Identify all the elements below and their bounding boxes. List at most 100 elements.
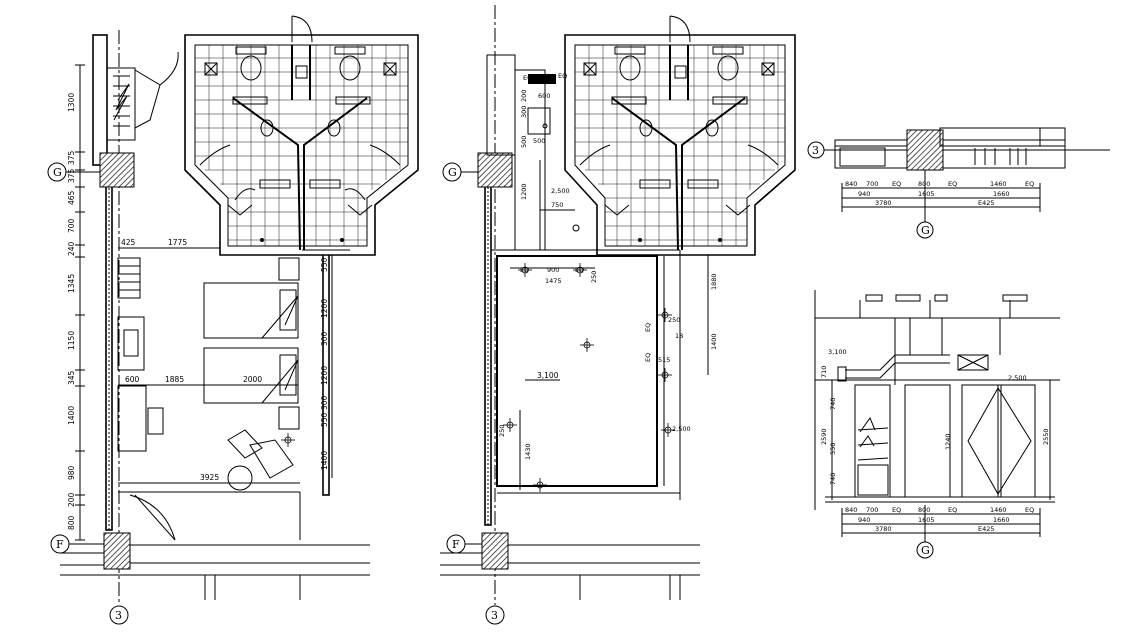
el-v2550: 2550 (1042, 428, 1050, 445)
st-r1-4: EQ (948, 180, 957, 188)
dim-p2-v200: 200 (520, 90, 528, 102)
eq-5: EQ (644, 323, 652, 332)
dim-550b: 550 (320, 412, 329, 427)
grid-bubble-g3 (916, 221, 934, 239)
bathroom-pod-1 (184, 15, 419, 256)
dim-3925: 3925 (200, 473, 219, 482)
st-r1-6: EQ (1025, 180, 1034, 188)
dim-p2-3100: 3,100 (537, 371, 559, 380)
el-v550: 550 (829, 443, 837, 455)
twin-beds (203, 257, 300, 430)
dim-300b: 300 (320, 395, 329, 410)
dims-left (75, 64, 85, 541)
el-3100: 3,100 (828, 348, 847, 356)
dim-p2-2500: 2,500 (551, 187, 570, 195)
dim-p2-v300: 300 (520, 106, 528, 118)
el-v710: 710 (820, 366, 828, 378)
el-v2590a: 2590 (820, 428, 828, 445)
eq-4: EQ (575, 266, 584, 274)
st-r1-3: 800 (918, 180, 930, 188)
el-v740b: 740 (829, 473, 837, 485)
dim-300a: 300 (320, 331, 329, 346)
el-2500: 2,500 (1008, 374, 1027, 382)
grid-bubble-3b (485, 605, 505, 625)
el-r1-4: EQ (948, 506, 957, 514)
dim-p2-1430: 1430 (524, 443, 532, 460)
dim-v-1300: 1300 (67, 93, 76, 112)
el-r1-5: 1460 (990, 506, 1007, 514)
dim-p2-750: 750 (551, 201, 563, 209)
dim-1400: 1400 (320, 451, 329, 470)
st-r3-1: E425 (978, 199, 995, 207)
dim-v-800: 800 (67, 515, 76, 530)
dim-p2-18: 18 (675, 332, 683, 340)
grid-label-f2: F (452, 538, 460, 551)
dim-p2-600: 600 (538, 92, 550, 100)
st-r2-1: 1605 (918, 190, 935, 198)
dim-1885: 1885 (165, 375, 184, 384)
floor-plan-ceiling: EQ EQ 600 200 300 500 1200 500 2,500 750… (440, 5, 796, 625)
st-r2-2: 1660 (993, 190, 1010, 198)
grid-label-g3: G (921, 224, 930, 237)
el-r1-0: 840 (845, 506, 857, 514)
dim-v-375b: 375 (67, 168, 76, 183)
eq-3: EQ (520, 266, 529, 274)
el-r1-2: EQ (892, 506, 901, 514)
section-top-dims: 840 700 EQ 800 EQ 1460 EQ 940 1605 1660 … (845, 180, 1034, 207)
st-r1-0: 840 (845, 180, 857, 188)
dim-p2-1880: 1880 (710, 273, 718, 290)
st-r1-5: 1460 (990, 180, 1007, 188)
dim-v-345: 345 (67, 370, 76, 385)
st-r2-0: 940 (858, 190, 870, 198)
wardrobe-plan (965, 148, 1030, 165)
el-v1240: 1240 (944, 433, 952, 450)
dim-v-1150: 1150 (67, 331, 76, 350)
dim-1200a: 1200 (320, 299, 329, 318)
dim-p2-900: 900 (547, 266, 559, 274)
dim-p2-250c: 250 (498, 425, 506, 437)
column-g2 (477, 152, 513, 188)
elevation-dims: 840 700 EQ 800 EQ 1460 EQ 940 1605 1660 … (845, 506, 1034, 533)
grid-label-f1: F (56, 538, 64, 551)
desk-area (117, 257, 294, 491)
dim-p2-1475: 1475 (545, 277, 562, 285)
st-r3-0: 3780 (875, 199, 892, 207)
dim-p2-500: 500 (533, 137, 545, 145)
bathroom-pod-2 (564, 15, 796, 256)
grid-label-3b: 3 (491, 609, 498, 622)
el-r2-2: 1660 (993, 516, 1010, 524)
grid-bubble-3a (109, 605, 129, 625)
el-r3-1: E425 (978, 525, 995, 533)
grid-label-g1: G (53, 166, 62, 179)
dim-p2-1400: 1400 (710, 333, 718, 350)
dim-1200b: 1200 (320, 366, 329, 385)
dim-p2-v500: 500 (520, 136, 528, 148)
dim-600: 600 (125, 375, 140, 384)
grid-bubble-g4 (916, 541, 934, 559)
dim-v-200: 200 (67, 492, 76, 507)
section-top: 3 G (807, 127, 1110, 239)
dim-v-700: 700 (67, 218, 76, 233)
dim-p2-v1200: 1200 (520, 183, 528, 200)
dim-550a: 550 (320, 257, 329, 272)
dim-v-980: 980 (67, 465, 76, 480)
dim-v-375a: 375 (67, 150, 76, 165)
eq-6: EQ (644, 353, 652, 362)
elevation: 710 740 2590 550 740 1240 2550 3,100 2,5… (814, 290, 1060, 559)
dim-1775: 1775 (168, 238, 187, 247)
dim-p2-2500b: 2,500 (672, 425, 691, 433)
floor-plan-furniture: 1300 375 375 465 700 240 1345 1150 345 1… (47, 15, 419, 625)
column-g (99, 152, 135, 188)
st-r1-2: EQ (892, 180, 901, 188)
el-v740: 740 (829, 398, 837, 410)
column-f2 (481, 532, 509, 570)
grid-label-g4: G (921, 544, 930, 557)
st-r1-1: 700 (866, 180, 878, 188)
dim-p2-250b: 250 (668, 316, 680, 324)
dim-2000: 2000 (243, 375, 262, 384)
shaft-symbol (113, 75, 130, 127)
dim-425: 425 (121, 238, 136, 247)
column-f (103, 532, 131, 570)
dim-v-465: 465 (67, 190, 76, 205)
